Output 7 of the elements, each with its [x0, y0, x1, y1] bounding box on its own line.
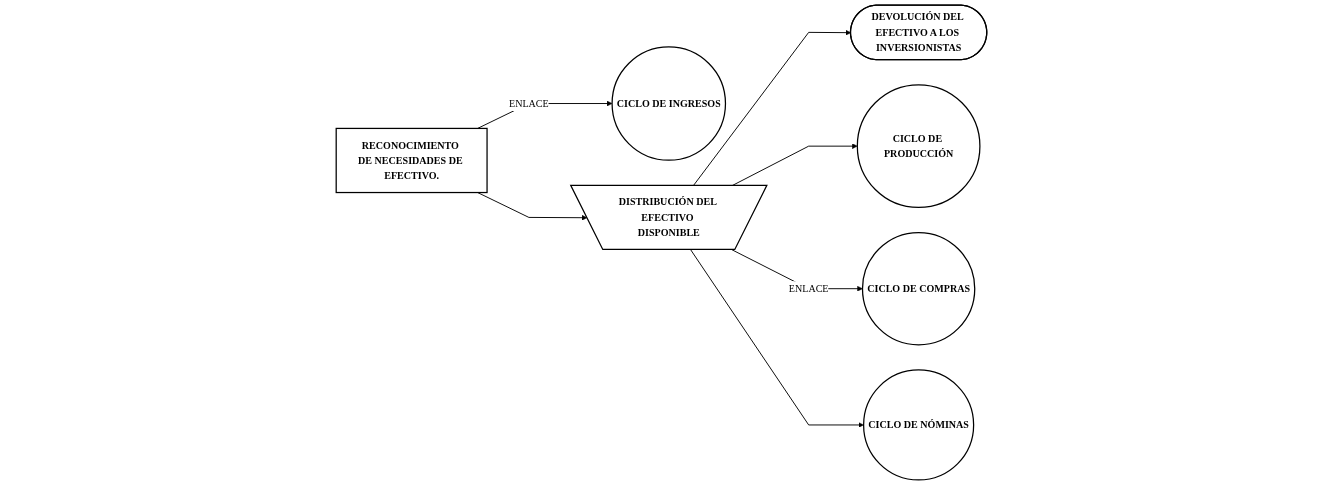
node-box: RECONOCIMIENTO DE NECESIDADES DE EFECTIVO. — [335, 127, 488, 194]
node-circle: CICLO DE INGRESOS — [611, 46, 727, 161]
node-circle: CICLO DE NÓMINAS — [863, 369, 975, 481]
node-circle: CICLO DE PRODUCCIÓN — [856, 84, 981, 209]
edge-label: ENLACE — [509, 97, 549, 109]
edge-label: ENLACE — [788, 283, 829, 294]
node-circle: CICLO DE COMPRAS — [861, 231, 976, 346]
